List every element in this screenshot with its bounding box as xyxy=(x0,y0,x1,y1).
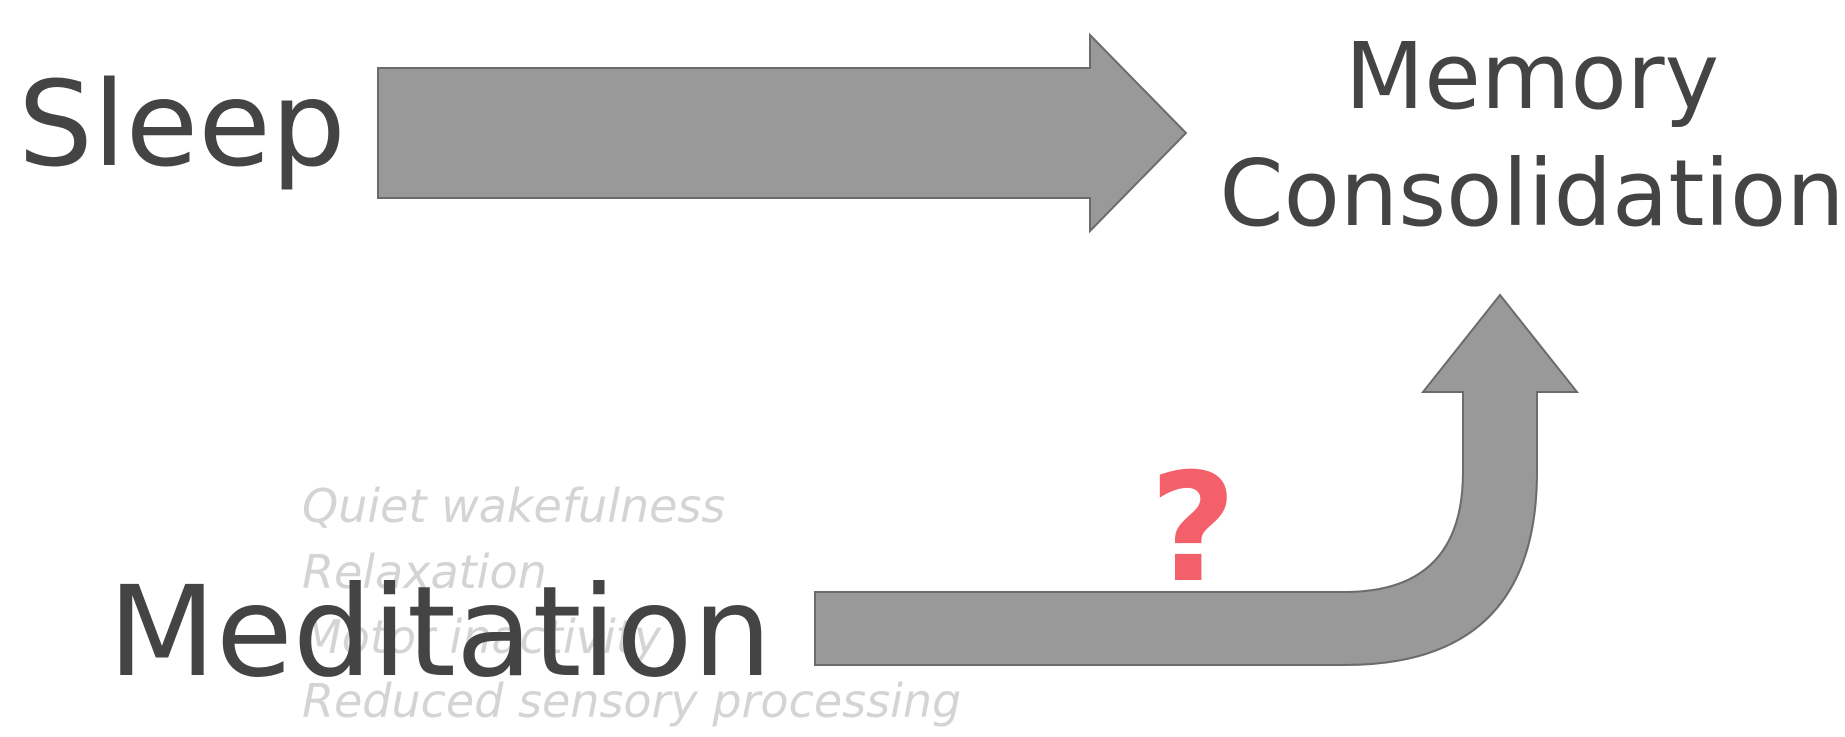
candidate-features-list: Quiet wakefulness Relaxation Motor inact… xyxy=(302,479,961,728)
feature-item: Motor inactivity xyxy=(302,610,662,664)
question-mark-icon: ? xyxy=(1149,442,1236,616)
source-label: Sleep xyxy=(18,55,346,193)
arrow-curve-up-icon xyxy=(814,293,1580,666)
feature-item: Quiet wakefulness xyxy=(302,479,725,533)
candidate-label: Meditation xyxy=(108,560,772,705)
target-label-line2: Consolidation xyxy=(1219,140,1844,247)
target-label-line1: Memory xyxy=(1345,23,1719,130)
arrow-right-icon xyxy=(377,32,1188,234)
feature-item: Relaxation xyxy=(302,545,547,599)
feature-item: Reduced sensory processing xyxy=(302,674,961,728)
